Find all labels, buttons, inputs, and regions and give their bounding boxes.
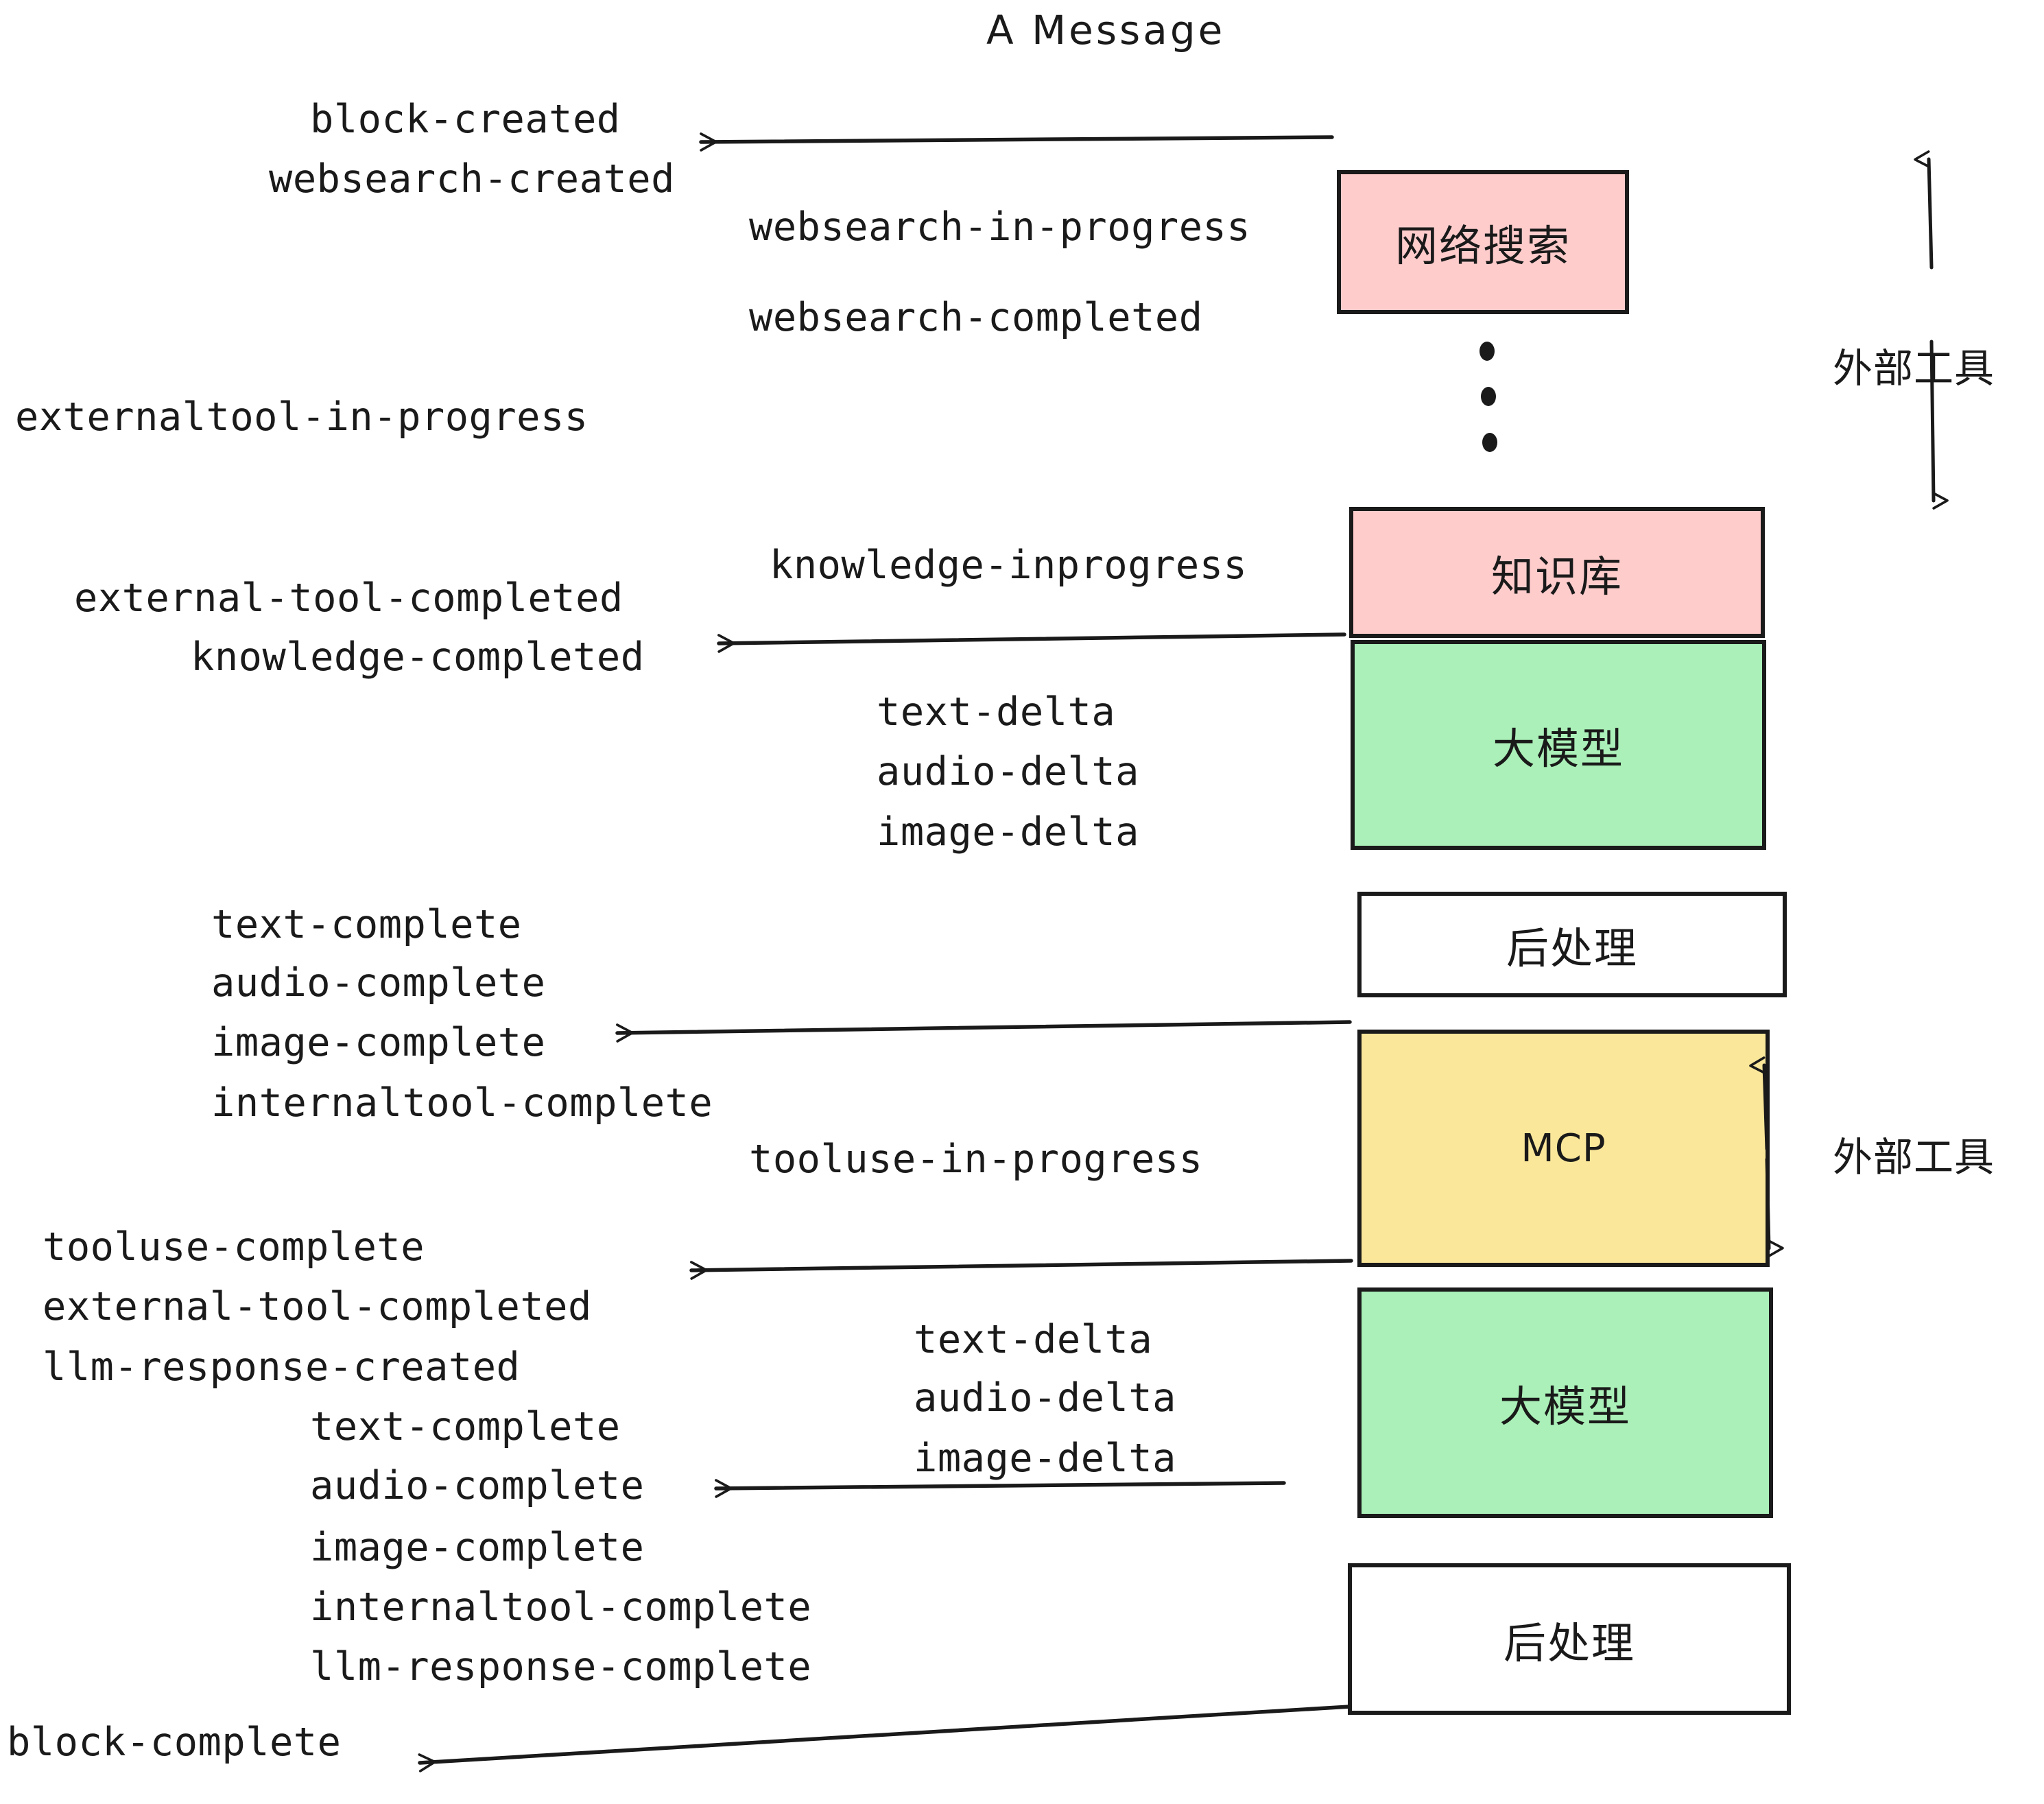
node-box-post-top — [1357, 892, 1787, 997]
boxes-layer — [1337, 170, 1791, 1715]
event-label-block-created: block-created — [310, 97, 621, 142]
event-label-external-tool-completed-2: external-tool-completed — [43, 1284, 592, 1329]
external-tool-top-up-arrow — [1914, 150, 1934, 270]
event-label-internaltool-complete-1: internaltool-complete — [211, 1080, 713, 1126]
arrows-layer — [418, 132, 1353, 1772]
node-box-llm-bottom — [1357, 1287, 1773, 1518]
node-box-websearch — [1337, 170, 1629, 314]
image-complete-arrow — [615, 1020, 1352, 1043]
event-label-websearch-created: websearch-created — [269, 156, 675, 202]
event-label-tooluse-complete: tooluse-complete — [43, 1224, 425, 1270]
event-label-text-delta-2: text-delta — [914, 1317, 1153, 1362]
event-label-llm-response-complete: llm-response-complete — [310, 1644, 812, 1689]
event-label-text-complete-2: text-complete — [310, 1404, 621, 1449]
event-label-websearch-in-progress: websearch-in-progress — [749, 204, 1251, 250]
node-box-mcp — [1357, 1030, 1770, 1267]
event-label-audio-complete-1: audio-complete — [211, 960, 546, 1006]
event-label-audio-complete-2: audio-complete — [310, 1463, 645, 1508]
side-label-external-tool-top: 外部工具 — [1833, 345, 1995, 392]
node-box-knowledge — [1349, 507, 1765, 638]
external-tool-bottom-down-arrow — [1765, 1157, 1784, 1257]
node-box-post-bottom — [1348, 1563, 1791, 1715]
event-label-text-delta-1: text-delta — [877, 689, 1116, 735]
event-label-block-complete: block-complete — [7, 1720, 342, 1765]
external-tool-top-down-arrow — [1929, 340, 1949, 510]
bracket-arrows-layer — [1749, 150, 1949, 1257]
event-label-audio-delta-2: audio-delta — [914, 1375, 1176, 1421]
ellipsis-dot-1 — [1479, 342, 1495, 361]
ellipsis-dots — [1479, 342, 1497, 452]
knowledge-completed-arrow — [717, 632, 1346, 653]
block-complete-arrow — [418, 1705, 1352, 1772]
event-label-websearch-completed: websearch-completed — [749, 295, 1203, 340]
event-label-image-complete-2: image-complete — [310, 1525, 645, 1570]
event-label-knowledge-completed: knowledge-completed — [191, 634, 645, 680]
event-label-image-complete-1: image-complete — [211, 1020, 546, 1065]
event-label-audio-delta-1: audio-delta — [877, 749, 1139, 794]
event-label-knowledge-inprogress: knowledge-inprogress — [770, 543, 1248, 588]
side-label-external-tool-bottom: 外部工具 — [1833, 1134, 1995, 1180]
event-label-externaltool-in-progress: externaltool-in-progress — [15, 394, 589, 440]
node-box-llm-top — [1351, 640, 1766, 850]
event-label-internaltool-complete-2: internaltool-complete — [310, 1585, 812, 1630]
event-label-external-tool-completed-1: external-tool-completed — [74, 575, 623, 621]
external-tool-bottom-up-arrow — [1749, 1056, 1769, 1151]
block-created-arrow — [699, 132, 1334, 152]
event-label-image-delta-1: image-delta — [877, 809, 1139, 855]
ellipsis-dot-3 — [1482, 433, 1497, 452]
ellipsis-dot-2 — [1481, 387, 1496, 406]
audio-complete-arrow — [714, 1479, 1286, 1498]
event-label-text-complete-1: text-complete — [211, 902, 522, 947]
tooluse-complete-arrow — [689, 1259, 1353, 1280]
event-label-tooluse-in-progress: tooluse-in-progress — [749, 1137, 1203, 1182]
event-label-llm-response-created: llm-response-created — [43, 1344, 521, 1390]
event-label-image-delta-2: image-delta — [914, 1436, 1176, 1481]
page-title: A Message — [986, 7, 1226, 54]
